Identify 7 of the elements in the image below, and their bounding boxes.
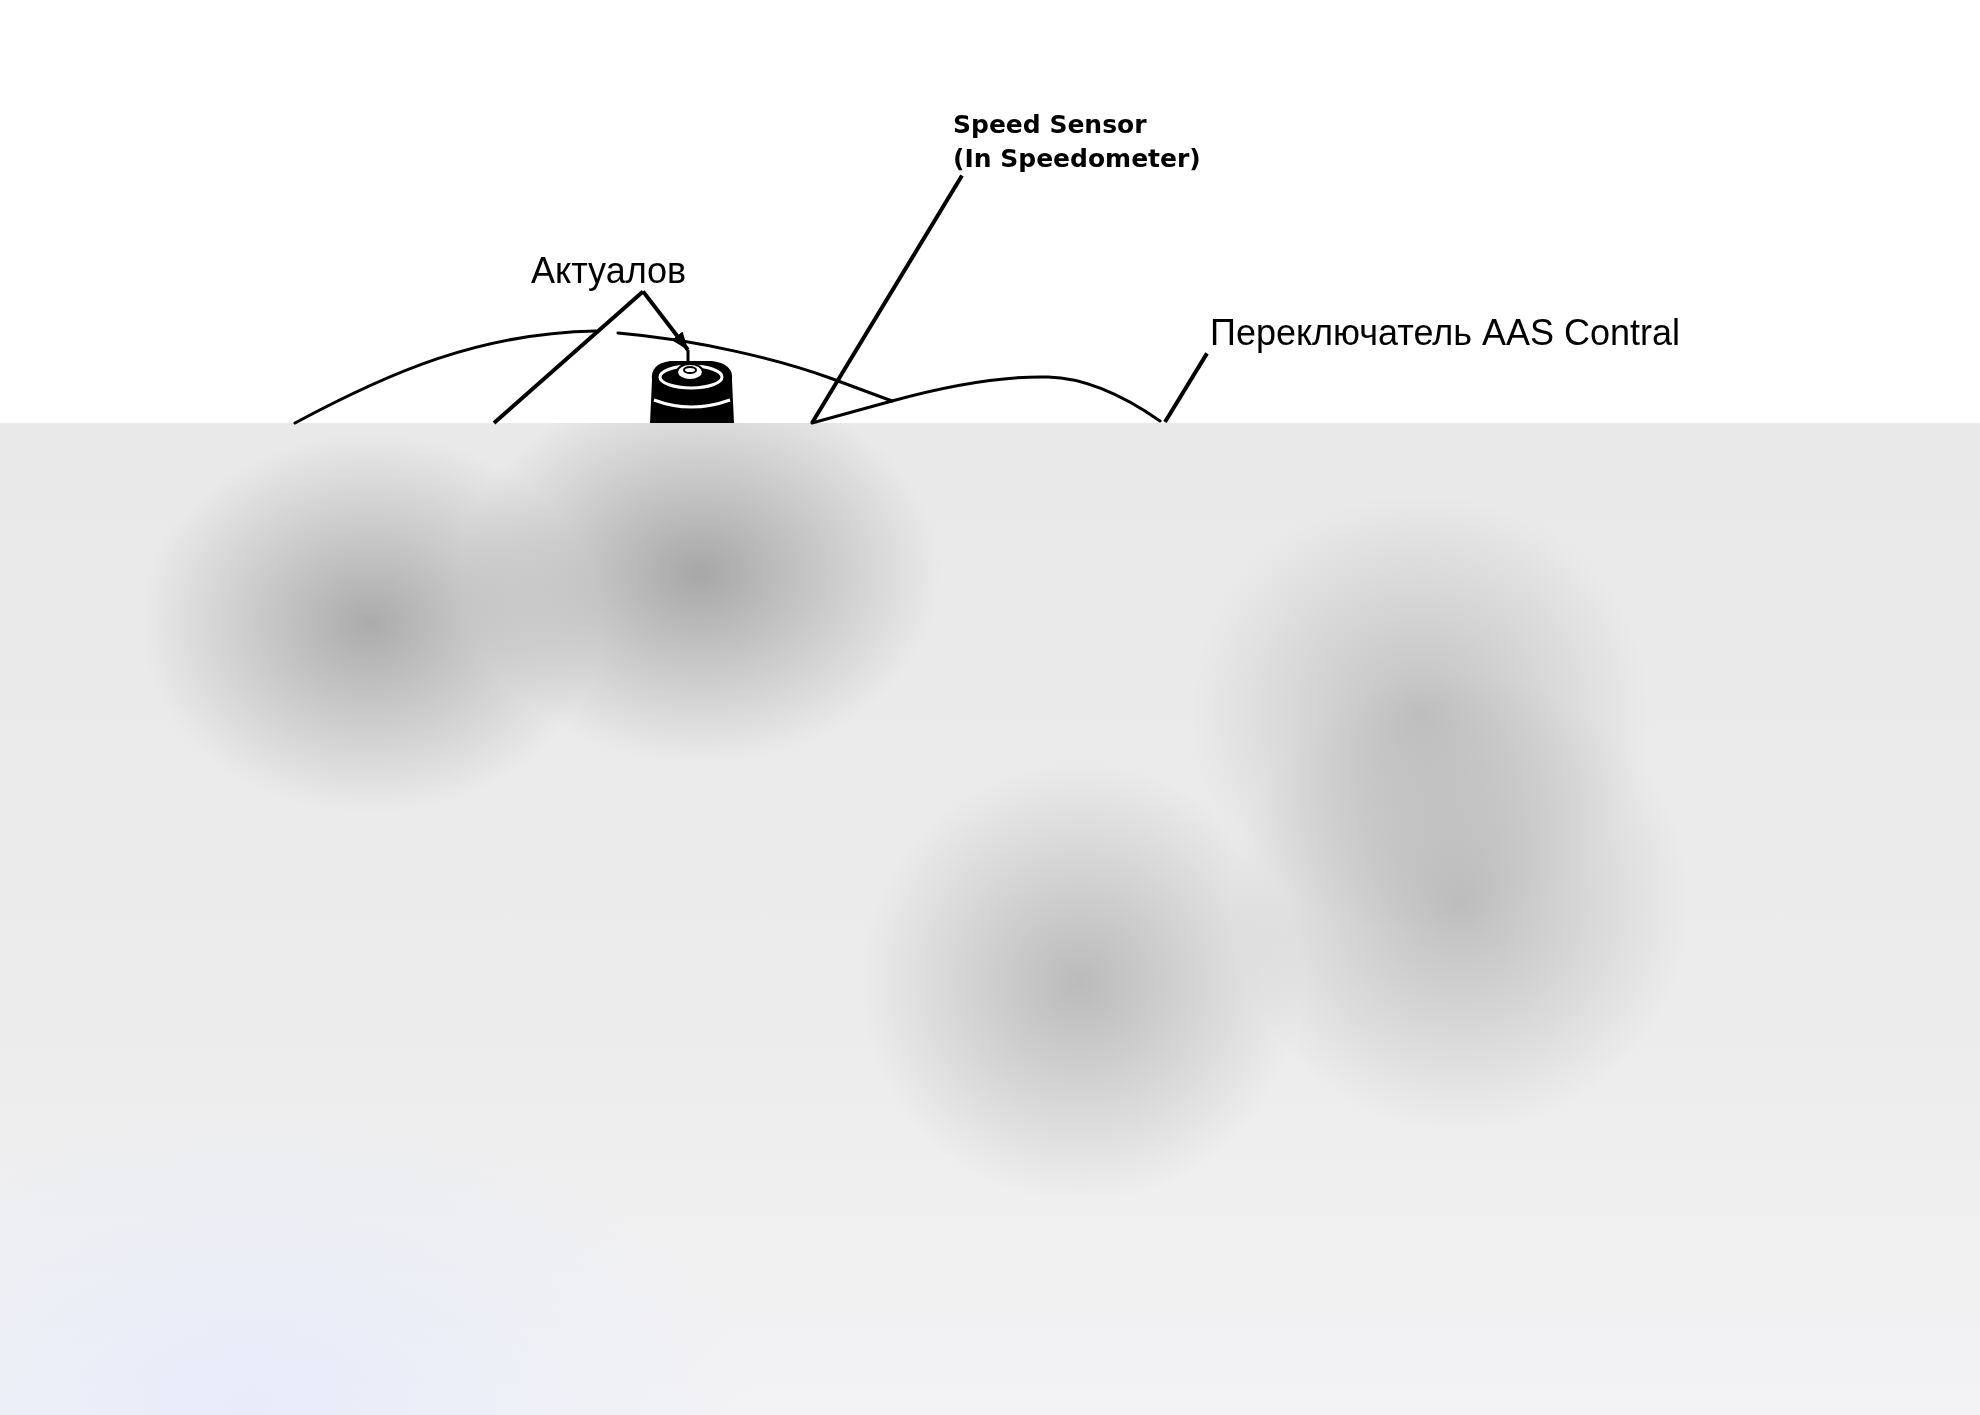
leader-line <box>641 290 690 352</box>
leader-line <box>810 174 964 425</box>
leader-line <box>1163 352 1209 424</box>
leader-line <box>492 289 645 425</box>
part-label: Speed Sensor (In Speedometer) <box>953 108 1203 176</box>
part-label: Переключатель AAS Contral <box>1210 312 1681 354</box>
part-label: Актуалов <box>531 250 687 292</box>
